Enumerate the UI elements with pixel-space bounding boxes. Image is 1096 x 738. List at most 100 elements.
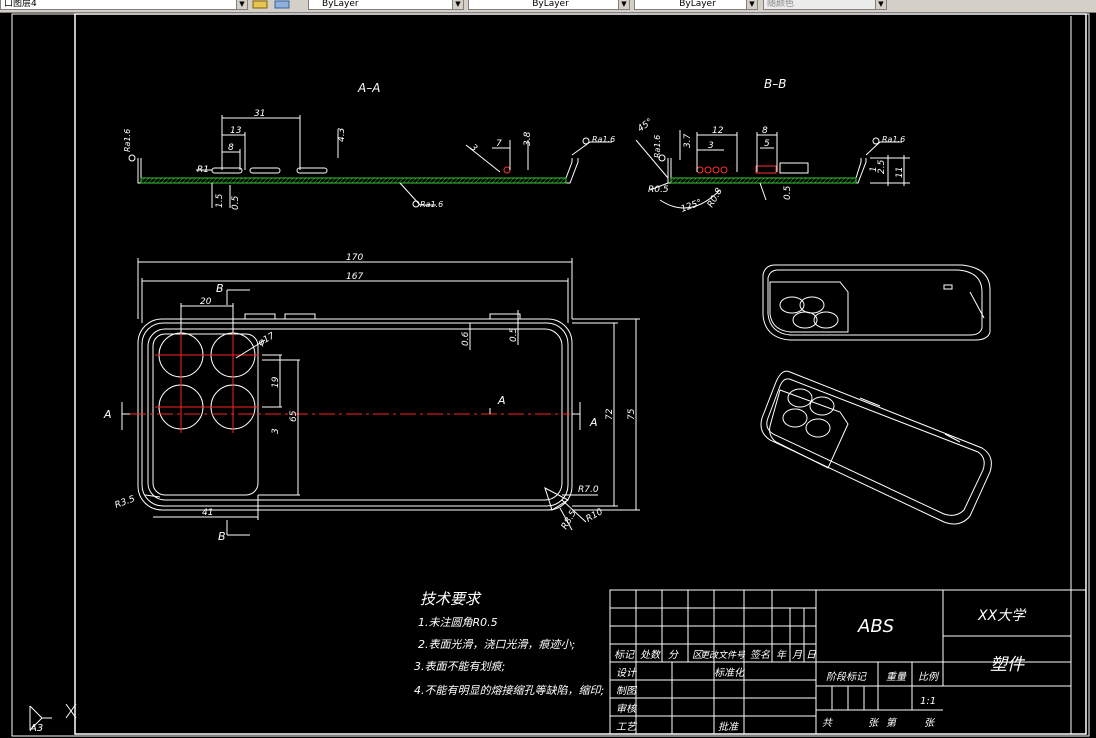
dim-12: 12 — [712, 126, 724, 136]
layer-previous-icon[interactable] — [273, 0, 293, 9]
dim-11: 11 — [895, 167, 905, 178]
section-bb-view — [635, 130, 910, 209]
dim-170: 170 — [346, 253, 363, 263]
chevron-down-icon: ▼ — [875, 0, 886, 9]
dim-45deg: 45° — [636, 117, 655, 134]
section-aa-label: A–A — [357, 81, 380, 95]
section-bb-label: B–B — [764, 77, 786, 91]
tb-header-cell: 月 — [792, 650, 803, 661]
dim-19: 19 — [271, 376, 281, 388]
tb-sheet-no: 第 — [886, 717, 898, 729]
dim-72: 72 — [605, 408, 615, 420]
dim-1-5: 1.5 — [215, 193, 225, 208]
tech-req-item: 4.不能有明显的熔接缩孔等缺陷，缩印; — [414, 684, 604, 697]
dim-20: 20 — [200, 297, 212, 307]
tb-row-label: 审核 — [616, 703, 638, 715]
dim-65: 65 — [289, 410, 299, 422]
tech-req-item: 1.未注圆角R0.5 — [418, 616, 498, 629]
tb-approve: 批准 — [718, 721, 739, 733]
drawing-canvas[interactable]: A–A B–B 31 13 8 4.3 7 3.8 R1 1.5 0.5 3 R… — [0, 12, 1096, 738]
lineweight-dropdown[interactable]: ByLayer ▼ — [634, 0, 758, 10]
tb-sheet-unit: 张 — [868, 717, 880, 729]
properties-toolbar: 口图层4 ▼ ByLayer ▼ ByLayer ▼ ByLayer ▼ 随颜色… — [0, 0, 1096, 13]
roughness-ra16-left: Ra1.6 — [123, 129, 132, 152]
tb-header-cell: 处数 — [640, 649, 662, 661]
tb-header-cell: 分 — [668, 649, 679, 661]
tb-row-label: 设计 — [616, 667, 637, 679]
section-mark-a-left: A — [103, 408, 112, 421]
lineweight-value: ByLayer — [679, 0, 716, 9]
tb-header-cell: 区 — [692, 650, 704, 661]
roughness-bb-right: Ra1.6 — [882, 135, 905, 144]
dim-bb-1: 1 — [869, 166, 879, 172]
plotstyle-value: 随颜色 — [767, 0, 795, 9]
iso-view-bottom — [760, 370, 992, 525]
dim-167: 167 — [346, 272, 363, 282]
tb-sheet-unit2: 张 — [924, 717, 936, 729]
chevron-down-icon: ▼ — [746, 0, 757, 9]
tb-stage-mark: 阶段标记 — [826, 671, 867, 683]
tb-weight: 重量 — [886, 671, 907, 683]
section-mark-a-center: A — [497, 394, 506, 407]
dim-2-5: 2.5 — [877, 159, 887, 174]
tech-req-item: 2.表面光滑，浇口光滑，痕迹小; — [418, 638, 575, 651]
tb-header-cell: 更改文件号 — [700, 650, 746, 661]
dim-3-8: 3.8 — [523, 131, 533, 146]
dim-3-7: 3.7 — [683, 133, 693, 148]
layer-state-icon[interactable] — [251, 0, 271, 9]
dim-bb-5: 5 — [764, 139, 770, 149]
title-block — [609, 589, 1087, 735]
dim-front-0-5: 0.5 — [509, 327, 519, 342]
section-mark-b-top: B — [216, 282, 224, 295]
color-dropdown[interactable]: ByLayer ▼ — [308, 0, 464, 10]
dim-r3-5: R3.5 — [114, 494, 137, 511]
section-mark-a-right: A — [589, 416, 598, 429]
tb-scale-value: 1:1 — [920, 696, 936, 707]
dim-r0-5: R0.5 — [648, 185, 669, 195]
sheet-size-marker — [29, 703, 77, 731]
section-mark-b-bottom: B — [218, 530, 226, 543]
tb-header-cell: 日 — [806, 650, 817, 661]
section-aa-view — [128, 115, 612, 208]
tb-sheet-total: 共 — [822, 717, 833, 729]
tb-header-cell: 签名 — [750, 649, 771, 661]
part-name: 塑件 — [990, 655, 1026, 675]
tech-req-item: 3.表面不能有划痕; — [414, 660, 505, 673]
tech-req-title: 技术要求 — [420, 590, 482, 608]
dim-125deg: 125° — [680, 198, 704, 215]
dim-r1: R1 — [197, 165, 209, 175]
roughness-bb-left: Ra1.6 — [653, 135, 662, 158]
dim-bb-8: 8 — [762, 126, 768, 136]
dim-bb-3: 3 — [708, 141, 714, 151]
tb-row-label: 工艺 — [616, 721, 638, 733]
roughness-ra16-right: Ra1.6 — [592, 135, 615, 144]
sheet-size-label: A3 — [29, 723, 43, 734]
chevron-down-icon: ▼ — [236, 0, 247, 9]
dim-front-3: 3 — [271, 428, 281, 434]
linetype-value: ByLayer — [532, 0, 569, 9]
tb-row-label: 制图 — [616, 685, 638, 697]
layer-value: 口图层4 — [4, 0, 37, 9]
dim-r8-5: R8.5 — [560, 508, 579, 531]
dim-phi17: φ17 — [257, 331, 277, 348]
dim-0-5: 0.5 — [231, 195, 241, 210]
layer-dropdown[interactable]: 口图层4 ▼ — [0, 0, 248, 10]
dim-4-3: 4.3 — [337, 127, 347, 142]
dim-7: 7 — [496, 139, 502, 149]
dim-0-6: 0.6 — [461, 331, 471, 346]
sheet-outer-frame — [11, 13, 1090, 737]
tb-standardization: 标准化 — [714, 667, 746, 679]
dim-bb-0-5: 0.5 — [783, 185, 793, 200]
linetype-dropdown[interactable]: ByLayer ▼ — [468, 0, 630, 10]
dim-8: 8 — [228, 143, 234, 153]
chevron-down-icon: ▼ — [618, 0, 629, 9]
dim-75: 75 — [627, 408, 637, 420]
roughness-ra16-bottom: Ra1.6 — [420, 200, 443, 209]
dim-r0-8: R0.8 — [706, 186, 725, 209]
tb-header-cell: 年 — [776, 649, 787, 661]
plotstyle-dropdown[interactable]: 随颜色 ▼ — [763, 0, 887, 10]
tb-header-cell: 标记 — [614, 649, 635, 661]
iso-view-top — [762, 264, 991, 341]
sheet-inner-frame — [74, 13, 1087, 735]
front-view — [121, 258, 640, 536]
